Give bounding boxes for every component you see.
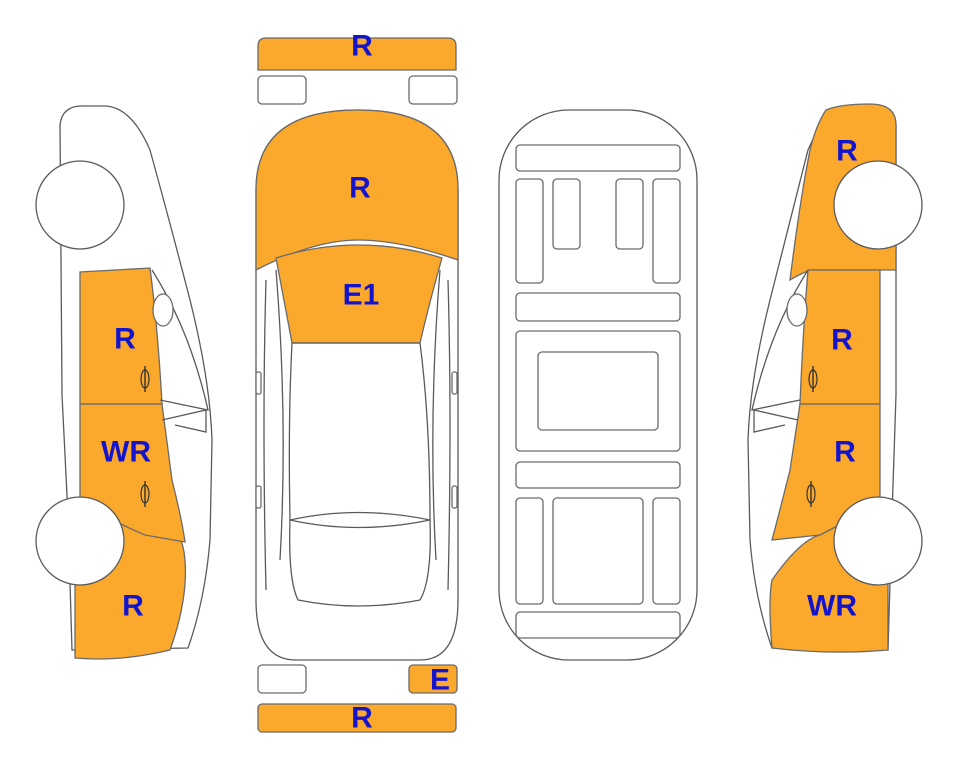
interior-dashboard	[515, 144, 681, 172]
right-rear-door-handle	[806, 481, 816, 507]
windshield-panel[interactable]	[275, 244, 443, 344]
right-side-window-lower	[753, 409, 799, 433]
rear-left-taillight	[257, 664, 307, 694]
top-view-right-pillar	[432, 269, 441, 561]
left-side-body-outline	[59, 105, 213, 651]
left-side-view: R WR R	[35, 105, 213, 660]
top-view-left-side-line	[263, 279, 267, 591]
top-view-roof	[288, 342, 431, 529]
top-view-rear-window	[289, 511, 431, 607]
right-side-view: R R R WR	[747, 103, 923, 653]
interior-front-right-door-trim	[652, 178, 681, 284]
right-front-wheel	[833, 160, 923, 250]
left-rear-mirror-top	[255, 485, 262, 509]
rear-bumper-label: R	[351, 702, 373, 735]
rear-bumper-panel[interactable]	[257, 703, 457, 733]
front-left-headlight	[257, 75, 307, 105]
left-front-door-label: R	[114, 323, 136, 356]
right-side-window	[751, 269, 809, 411]
interior-body-outline	[498, 109, 698, 661]
front-bumper-label: R	[351, 30, 373, 63]
right-rear-mirror-top	[451, 485, 458, 509]
right-front-fender-label: R	[836, 135, 858, 168]
left-rear-quarter-label: R	[122, 590, 144, 623]
left-rear-door-label: WR	[101, 436, 151, 469]
left-rear-door-handle	[140, 481, 150, 507]
left-side-window-lower	[161, 409, 207, 433]
interior-rear-left-trim	[515, 497, 544, 605]
interior-front-left-seat	[552, 178, 581, 250]
right-front-door-label: R	[831, 324, 853, 357]
interior-rear-right-trim	[652, 497, 681, 605]
interior-trunk-panel	[515, 611, 681, 639]
left-mirror	[152, 293, 174, 327]
interior-front-left-door-trim	[515, 178, 544, 284]
front-bumper-panel[interactable]	[257, 37, 457, 71]
left-front-door-handle	[140, 366, 150, 392]
left-front-door-panel[interactable]	[79, 267, 163, 405]
right-mirror	[786, 293, 808, 327]
right-rear-quarter-label: WR	[807, 590, 857, 623]
hood-panel[interactable]	[255, 109, 459, 272]
right-front-door-handle	[808, 366, 818, 392]
left-front-wheel	[35, 160, 125, 250]
interior-console	[537, 351, 659, 431]
rear-right-taillight-panel[interactable]	[408, 664, 458, 694]
hood-label: R	[349, 172, 371, 205]
left-side-window	[151, 269, 209, 411]
right-rear-wheel	[833, 496, 923, 586]
rear-right-taillight-label: E	[430, 664, 450, 697]
top-view: R R E1 E R	[255, 30, 459, 735]
interior-cross-member-rear	[515, 461, 681, 489]
interior-rear-seat	[552, 497, 644, 605]
windshield-label: E1	[343, 279, 380, 312]
interior-cross-member-front	[515, 292, 681, 322]
interior-front-right-seat	[615, 178, 644, 250]
top-view-right-side-line	[447, 279, 451, 591]
right-side-mirror-top	[451, 371, 458, 395]
left-rear-wheel	[35, 496, 125, 586]
top-view-left-pillar	[275, 269, 284, 561]
front-right-headlight	[408, 75, 458, 105]
right-rear-door-label: R	[834, 436, 856, 469]
interior-view	[498, 109, 698, 661]
left-side-mirror-top	[255, 371, 262, 395]
